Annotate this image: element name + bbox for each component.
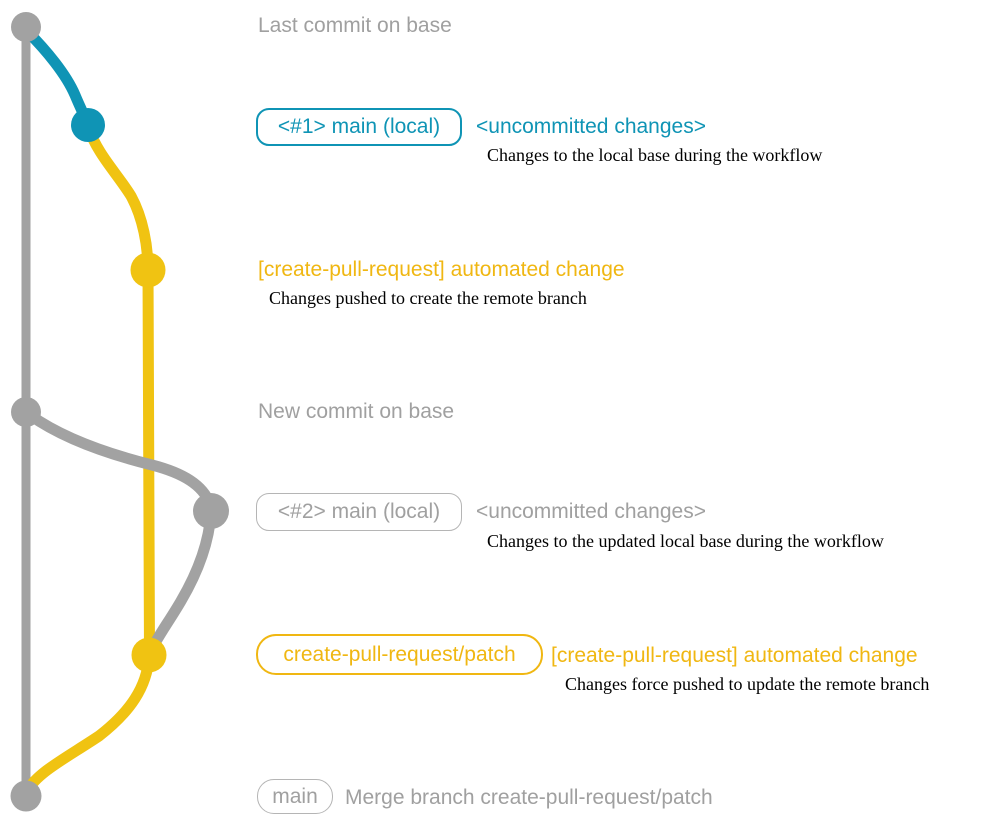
commit-node-patch-1 (130, 252, 166, 288)
caption-merge-branch: Merge branch create-pull-request/patch (345, 786, 713, 809)
patch-merge-curve (21, 651, 155, 797)
status-uncommitted-changes-1: <uncommitted changes> (476, 115, 706, 138)
branch-chip-main: main (257, 779, 333, 814)
note-updated-local-base-changes: Changes to the updated local base during… (487, 531, 884, 551)
commit-node-base-top (11, 12, 41, 42)
note-changes-pushed-create: Changes pushed to create the remote bran… (269, 288, 587, 308)
local-main-1-curve (21, 25, 94, 130)
branch-chip-main-local-2: <#2> main (local) (256, 493, 462, 531)
heading-automated-change-1: [create-pull-request] automated change (258, 258, 625, 281)
patch-branch-curve-upper (82, 121, 154, 276)
commit-node-base-new (11, 397, 41, 427)
local-main-2-curve-out (24, 409, 216, 510)
caption-last-commit-on-base: Last commit on base (258, 14, 452, 37)
commit-node-local-main-1 (71, 108, 105, 142)
branch-chip-main-local-1-label: <#1> main (local) (277, 115, 441, 138)
branch-chip-create-pull-request-patch-label: create-pull-request/patch (283, 642, 516, 666)
branch-chip-create-pull-request-patch: create-pull-request/patch (256, 634, 543, 675)
branch-chip-main-local-1: <#1> main (local) (256, 108, 462, 146)
commit-node-merge (10, 780, 42, 812)
local-main-2-curve-in (146, 507, 217, 655)
note-changes-force-pushed: Changes force pushed to update the remot… (565, 674, 930, 694)
heading-automated-change-2: [create-pull-request] automated change (551, 644, 918, 667)
branch-chip-main-label: main (272, 784, 318, 808)
commit-node-patch-2 (131, 637, 167, 673)
commit-node-local-main-2 (193, 493, 229, 529)
note-local-base-changes: Changes to the local base during the wor… (487, 145, 823, 165)
branch-chip-main-local-2-label: <#2> main (local) (277, 500, 441, 523)
caption-new-commit-on-base: New commit on base (258, 400, 455, 423)
status-uncommitted-changes-2: <uncommitted changes> (476, 500, 706, 523)
